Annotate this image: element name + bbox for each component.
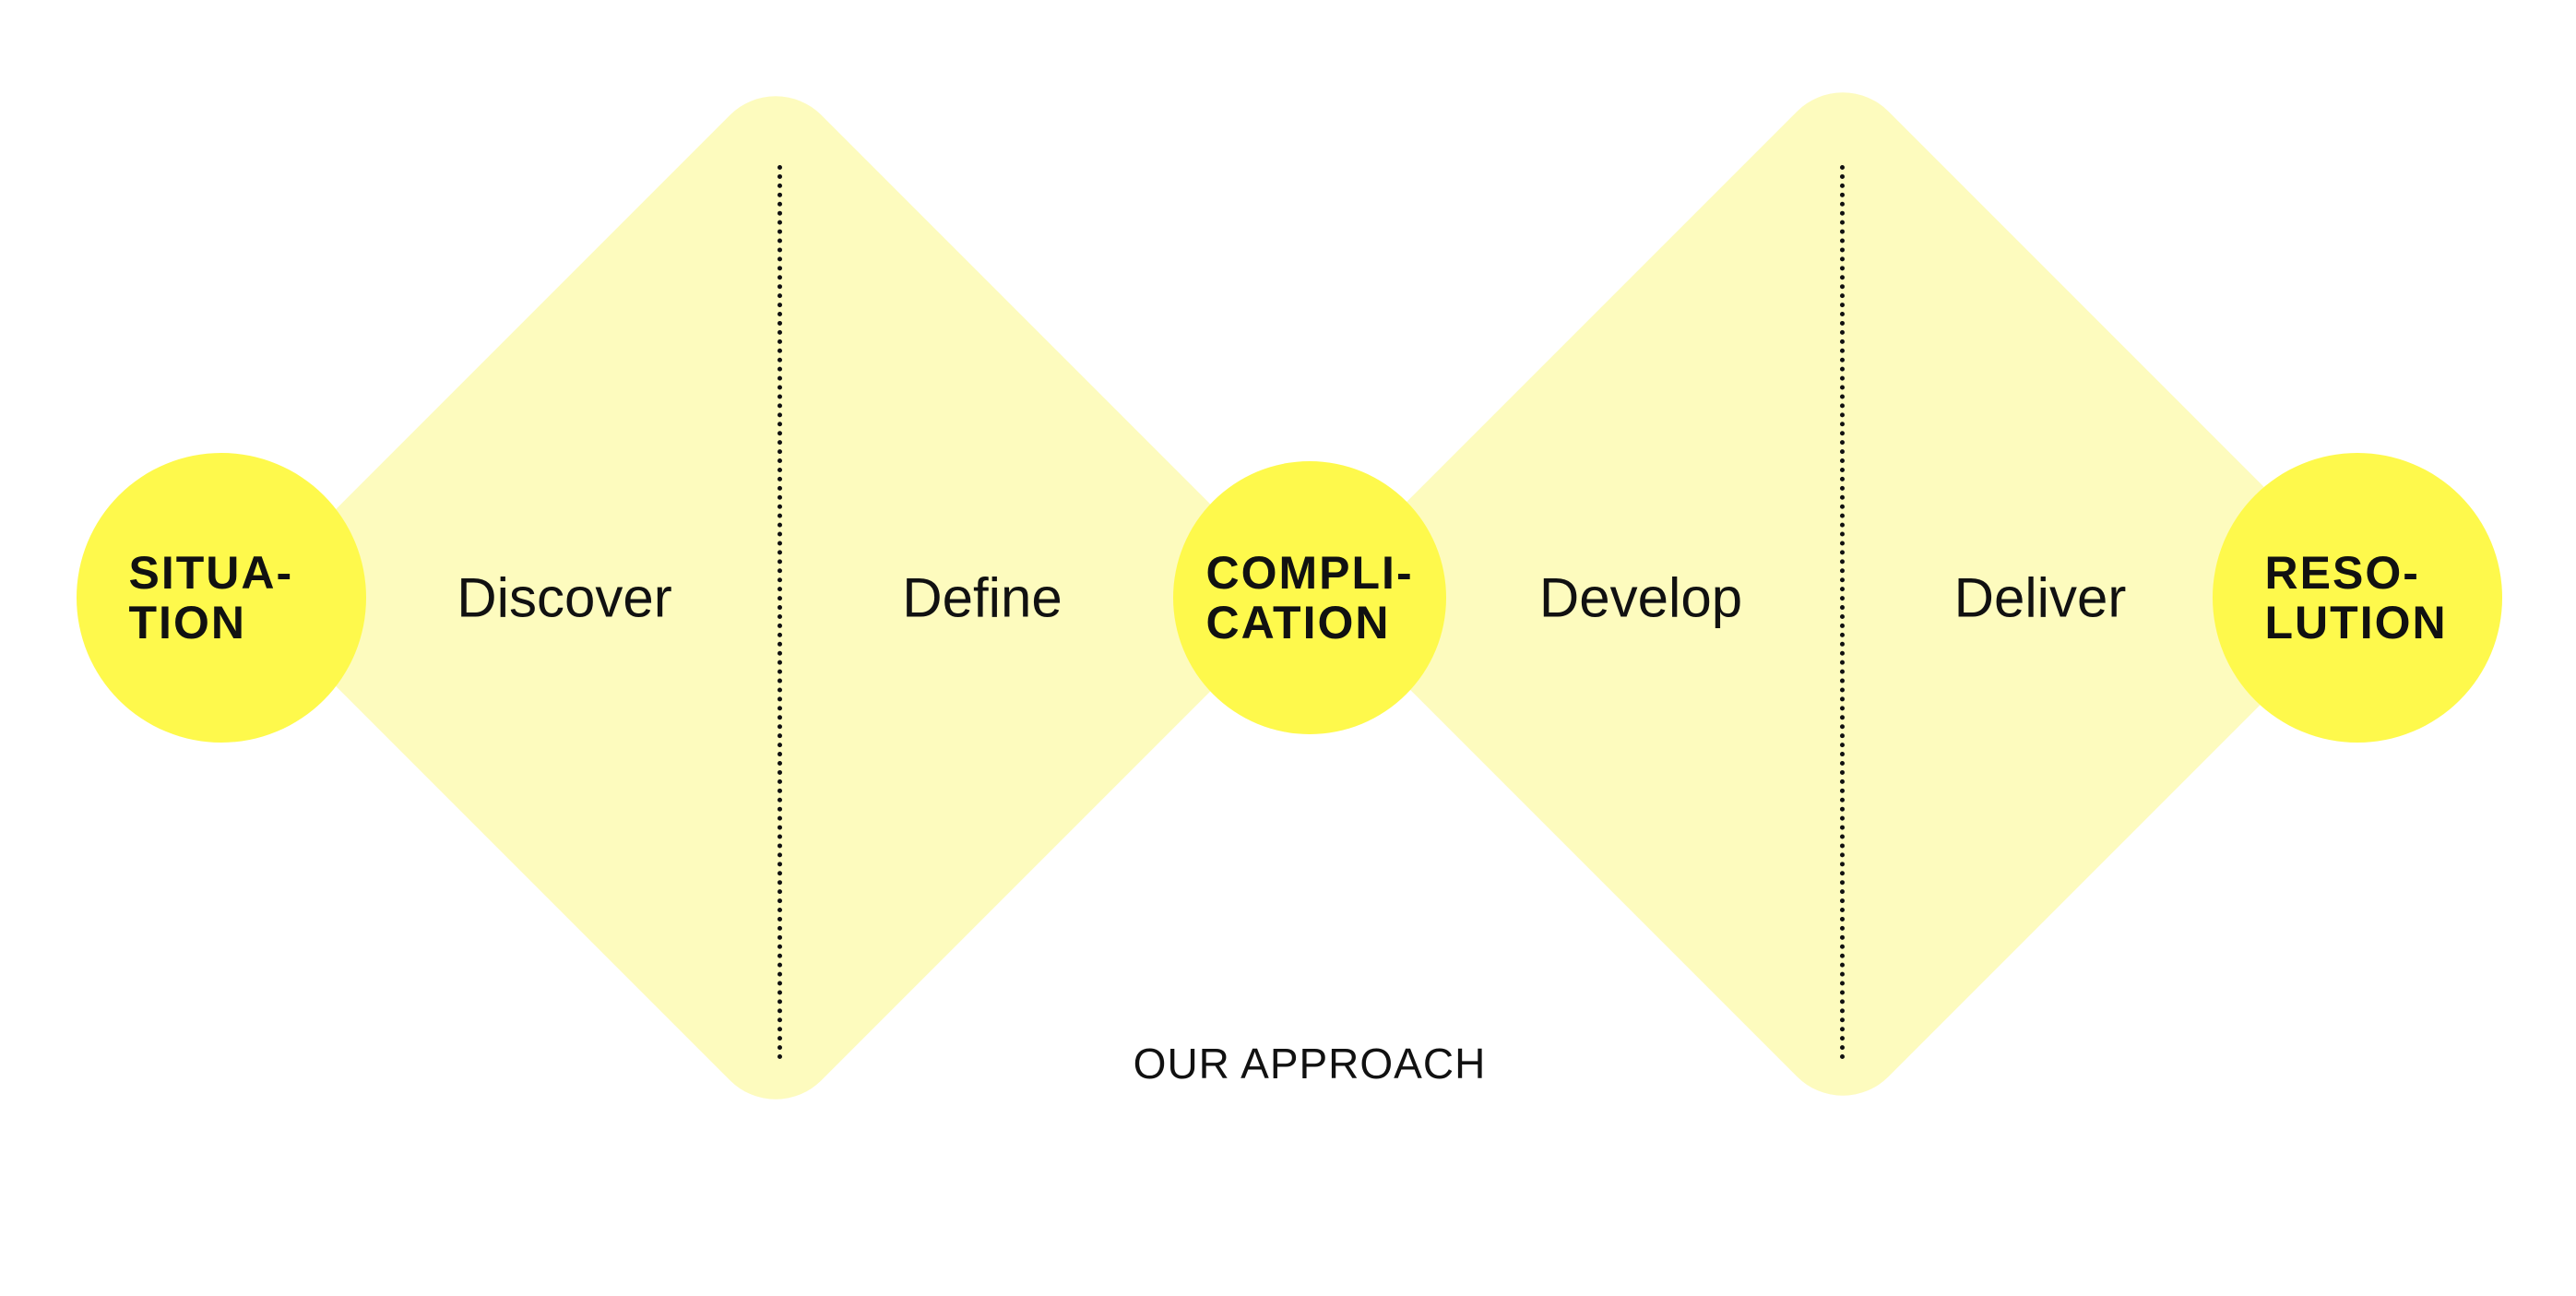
caption: OUR APPROACH bbox=[1133, 1040, 1487, 1088]
milestone-resolution: RESO-LUTION bbox=[2213, 453, 2502, 743]
phase-define: Define bbox=[902, 566, 1062, 629]
phase-develop: Develop bbox=[1538, 566, 1743, 629]
phase-deliver: Deliver bbox=[1953, 566, 2127, 629]
milestone-label: COMPLI- bbox=[1205, 547, 1414, 599]
divider-dotted-line-1 bbox=[778, 165, 782, 1060]
divider-dotted-line-2 bbox=[1840, 165, 1845, 1060]
milestone-complication: COMPLI-CATION bbox=[1173, 461, 1446, 734]
milestone-label: SITUA- bbox=[128, 547, 294, 599]
phase-discover: Discover bbox=[457, 566, 672, 629]
milestone-label: CATION bbox=[1205, 597, 1391, 648]
diamond-problem bbox=[247, 69, 1304, 1126]
milestone-label: LUTION bbox=[2264, 597, 2448, 648]
milestone-label: TION bbox=[128, 597, 246, 648]
milestone-label: RESO- bbox=[2264, 547, 2420, 599]
milestone-situation: SITUA-TION bbox=[77, 453, 366, 743]
